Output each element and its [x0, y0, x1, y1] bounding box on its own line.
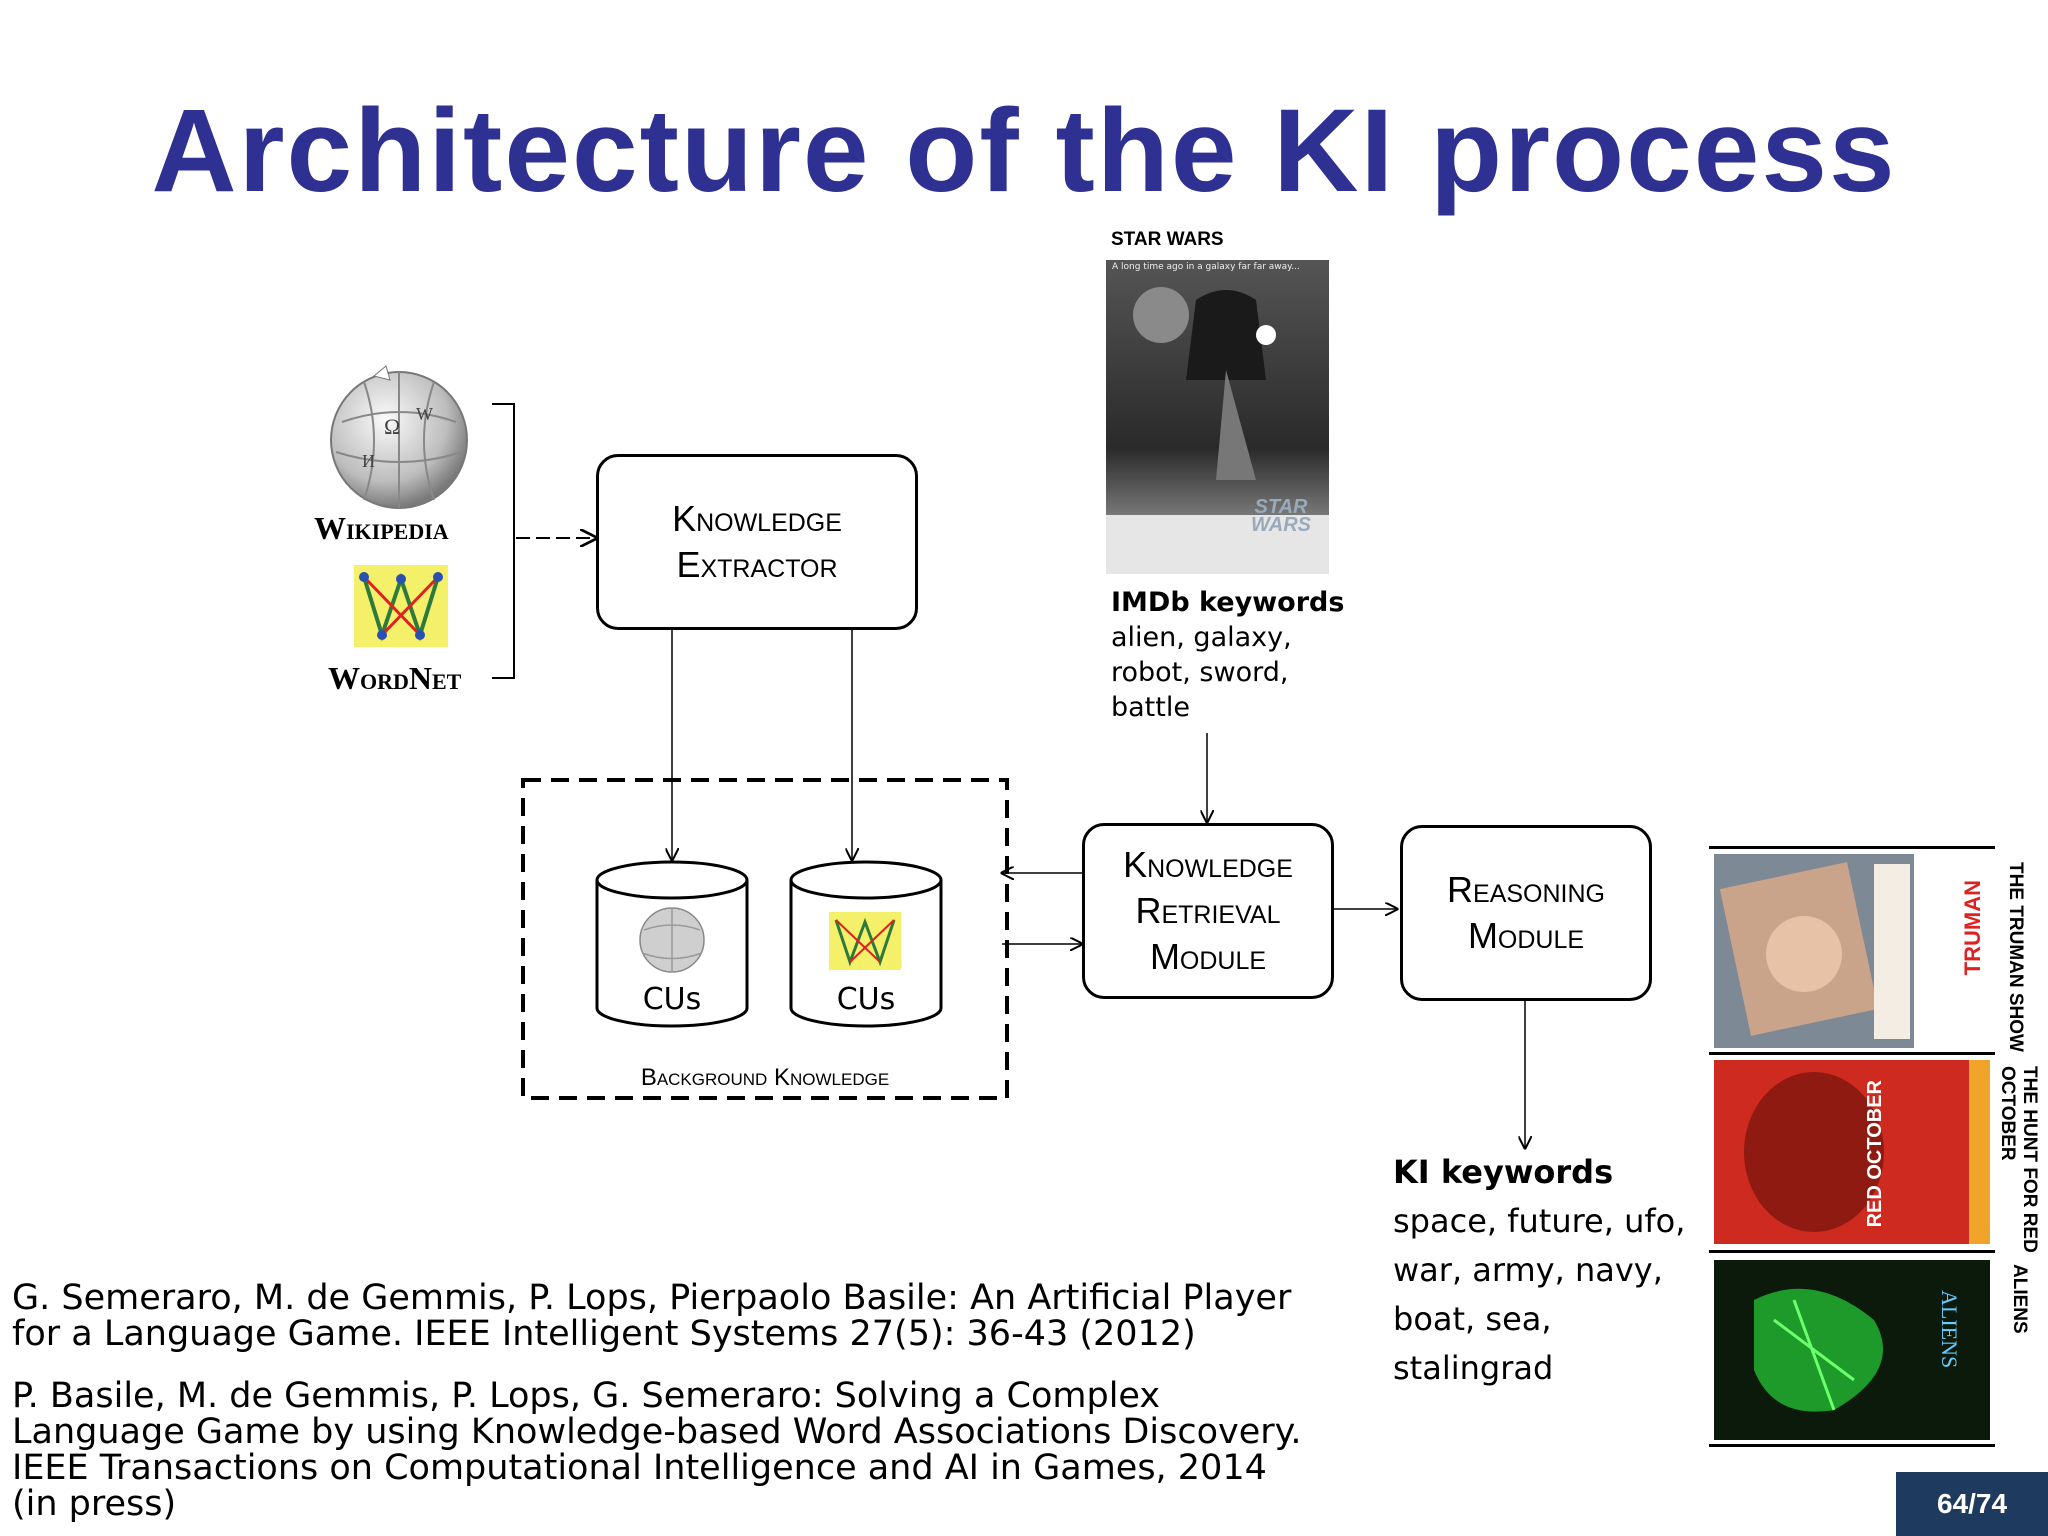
- svg-text:W: W: [416, 404, 433, 424]
- poster-tagline: A long time ago in a galaxy far far away…: [1112, 262, 1300, 272]
- reference-2-line1: P. Basile, M. de Gemmis, P. Lops, G. Sem…: [12, 1376, 1161, 1416]
- aliens-poster-text: ALIENS: [1937, 1290, 1962, 1369]
- related-movie-label-red-october-line1: THE HUNT FOR RED: [2019, 1066, 2040, 1253]
- reasoning-line1: Reasoning: [1447, 868, 1605, 910]
- reference-1-line2: for a Language Game. IEEE Intelligent Sy…: [12, 1314, 1196, 1354]
- aliens-poster: [1714, 1260, 1990, 1440]
- knowledge-extractor-box: Knowledge Extractor: [596, 454, 918, 630]
- imdb-keywords-line1: alien, galaxy,: [1111, 622, 1292, 653]
- related-movie-label-red-october-line2: OCTOBER: [1997, 1066, 2018, 1161]
- reference-1: G. Semeraro, M. de Gemmis, P. Lops, Pier…: [12, 1280, 1291, 1352]
- retrieval-line2: Retrieval: [1135, 889, 1281, 931]
- input-movie-title: STAR WARS: [1111, 229, 1224, 250]
- poster-strip-divider: [1709, 1250, 1995, 1253]
- svg-text:И: И: [362, 451, 375, 471]
- cu-label-right: CUs: [836, 982, 896, 1017]
- star-wars-poster: [1106, 260, 1329, 574]
- ki-keywords-line3: boat, sea,: [1393, 1300, 1552, 1338]
- cu-cylinder-wikipedia: [594, 858, 750, 1034]
- truman-poster-text: TRUMAN: [1960, 880, 1985, 976]
- imdb-keywords: IMDb keywords alien, galaxy, robot, swor…: [1111, 585, 1344, 725]
- wordnet-label: WordNet: [328, 660, 462, 696]
- ki-keywords-line2: war, army, navy,: [1393, 1251, 1663, 1289]
- ki-keywords-heading: KI keywords: [1393, 1153, 1614, 1191]
- imdb-keywords-line2: robot, sword,: [1111, 657, 1289, 688]
- background-knowledge-box: [521, 778, 1009, 1100]
- ki-keywords-line1: space, future, ufo,: [1393, 1202, 1686, 1240]
- background-knowledge-label: Background Knowledge: [640, 1064, 890, 1091]
- reference-1-line1: G. Semeraro, M. de Gemmis, P. Lops, Pier…: [12, 1278, 1292, 1318]
- reference-2: P. Basile, M. de Gemmis, P. Lops, G. Sem…: [12, 1378, 1301, 1522]
- cu-cylinder-wordnet: [788, 858, 944, 1034]
- poster-strip-divider: [1709, 1444, 1995, 1447]
- wordnet-logo-icon: [354, 565, 448, 647]
- poster-strip-divider: [1709, 846, 1995, 849]
- wikipedia-label: Wikipedia: [314, 510, 449, 546]
- reasoning-line2: Module: [1467, 915, 1585, 956]
- truman-show-poster: [1714, 854, 1914, 1048]
- retrieval-line3: Module: [1149, 936, 1267, 978]
- page-number-badge: 64/74: [1896, 1472, 2048, 1536]
- related-movie-label-aliens: ALIENS: [2009, 1264, 2030, 1334]
- imdb-keywords-line3: battle: [1111, 692, 1190, 723]
- slide-title: Architecture of the KI process: [151, 85, 1897, 217]
- reference-2-line4: (in press): [12, 1484, 177, 1524]
- ki-keywords: KI keywords space, future, ufo, war, arm…: [1393, 1148, 1685, 1393]
- related-movie-label-truman: THE TRUMAN SHOW: [2005, 862, 2026, 1052]
- extractor-line1: Knowledge: [672, 497, 842, 539]
- poster-logo: STAR WARS: [1251, 496, 1311, 536]
- poster-strip-divider: [1709, 1052, 1995, 1055]
- red-october-poster-text: RED OCTOBER: [1864, 1080, 1886, 1228]
- ki-keywords-line4: stalingrad: [1393, 1349, 1554, 1387]
- retrieval-line1: Knowledge: [1123, 843, 1293, 885]
- wikipedia-globe-icon: Ω W И: [324, 362, 474, 516]
- source-bracket: [492, 403, 515, 679]
- reasoning-module-box: Reasoning Module: [1400, 825, 1652, 1001]
- svg-text:Ω: Ω: [384, 414, 400, 439]
- reference-2-line2: Language Game by using Knowledge-based W…: [12, 1412, 1302, 1452]
- red-october-poster: [1714, 1060, 1990, 1244]
- knowledge-retrieval-module-box: Knowledge Retrieval Module: [1082, 823, 1334, 999]
- extractor-line2: Extractor: [676, 544, 838, 585]
- reference-2-line3: IEEE Transactions on Computational Intel…: [12, 1448, 1267, 1488]
- cu-label-left: CUs: [642, 982, 702, 1017]
- imdb-keywords-heading: IMDb keywords: [1111, 587, 1345, 618]
